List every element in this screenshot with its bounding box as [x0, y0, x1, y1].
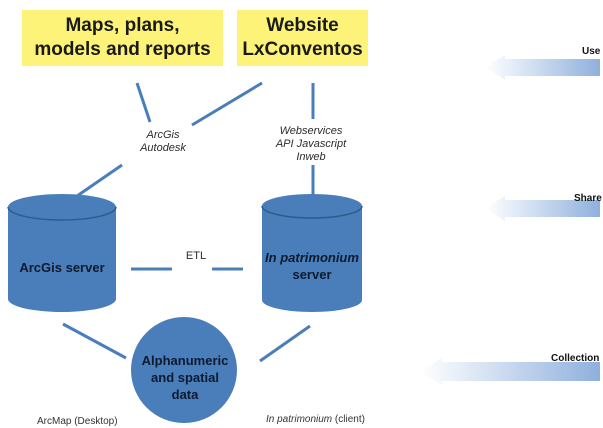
- data-node-line-3: data: [171, 387, 199, 402]
- inweb-label-line: Inweb: [296, 151, 326, 163]
- webservices-label-line: Webservices: [279, 125, 343, 137]
- arcmap-desktop-label: ArcMap (Desktop): [37, 416, 118, 427]
- maps-box-line-1: Maps, plans,: [65, 15, 180, 36]
- website-box-line-1: Website: [266, 15, 339, 36]
- inpatrimonium-server-line-2: server: [292, 267, 332, 282]
- inpatrimonium-client-label: In patrimonium (client): [266, 414, 365, 425]
- inpatrimonium-client-italic: In patrimonium: [266, 414, 333, 425]
- maps-box-line-2: models and reports: [34, 39, 211, 60]
- api-javascript-label-line: API Javascript: [275, 138, 347, 150]
- maps-plans-box: Maps, plans, models and reports: [22, 10, 223, 66]
- data-node-circle: [131, 317, 237, 423]
- autodesk-label-line: Autodesk: [140, 142, 186, 154]
- collection-arrow: [420, 358, 600, 385]
- webservices-label: Webservices API Javascript Inweb: [265, 125, 357, 164]
- inpatrimonium-server-label: In patrimonium server: [262, 249, 362, 283]
- arcgis-server-text: ArcGis server: [19, 260, 105, 275]
- connector-arcgis-server-to-data: [62, 322, 127, 360]
- etl-label: ETL: [185, 250, 207, 262]
- inpatrimonium-server-line-1: In patrimonium: [265, 250, 359, 265]
- connector-maps-to-arcgis-label: [135, 82, 152, 123]
- arcgis-server-label: ArcGis server: [8, 259, 116, 276]
- share-arrow: [485, 196, 600, 221]
- inpatrimonium-client-rest: (client): [332, 414, 365, 425]
- website-box-line-2: LxConventos: [242, 39, 363, 60]
- connectors: [62, 81, 315, 363]
- connector-arcgis-label-to-arcgis-server: [76, 163, 123, 198]
- use-arrow: [485, 55, 600, 80]
- inpatrimonium-server-cylinder: [261, 194, 363, 312]
- data-node-line-2: and spatial: [151, 370, 219, 385]
- data-node-label: Alphanumeric and spatial data: [137, 352, 233, 403]
- share-label: Share: [574, 193, 602, 204]
- collection-label: Collection: [551, 353, 600, 364]
- arcgis-label-line: ArcGis: [146, 129, 180, 141]
- connector-website-to-arcgis-label: [191, 81, 263, 127]
- stage-arrows: [420, 55, 600, 385]
- connector-inpatrimonium-server-to-data: [259, 324, 311, 363]
- use-label: Use: [582, 46, 601, 57]
- arcgis-server-cylinder: [7, 194, 117, 312]
- website-box: Website LxConventos: [237, 10, 368, 66]
- arcgis-autodesk-label: ArcGis Autodesk: [128, 129, 198, 155]
- data-node-line-1: Alphanumeric: [141, 353, 229, 368]
